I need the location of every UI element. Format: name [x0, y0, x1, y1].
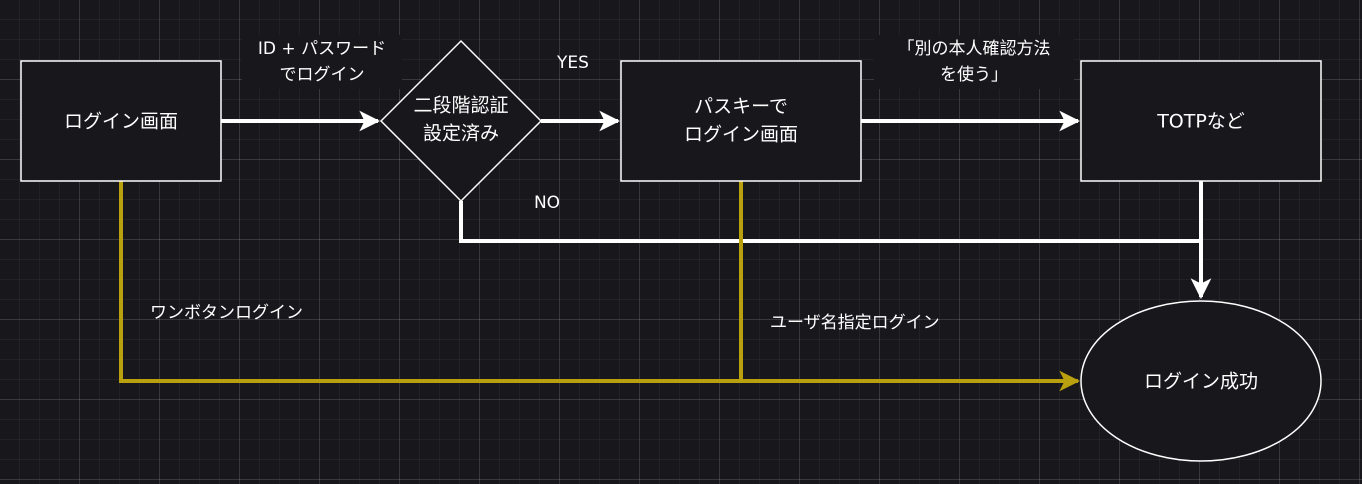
edge-2fa-no — [459, 201, 1201, 243]
node-login-success — [1080, 300, 1322, 462]
node-totp — [1080, 60, 1322, 182]
edge-label-username-login: ユーザ名指定ログイン — [770, 313, 940, 333]
node-two-factor-decision — [379, 39, 543, 203]
node-login-success-label: ログイン成功 — [1144, 371, 1258, 393]
node-login-screen-label: ログイン画面 — [64, 111, 178, 133]
node-two-factor-label-1: 二段階認証 — [413, 95, 508, 117]
edge-label-id-password-1: ID + パスワード — [258, 39, 386, 59]
node-passkey-label-2: ログイン画面 — [684, 124, 798, 146]
node-two-factor-label-2: 設定済み — [423, 123, 499, 145]
node-totp-label: TOTPなど — [1156, 111, 1245, 133]
edge-label-no: NO — [534, 193, 560, 213]
edge-label-other-auth-1: 「別の本人確認方法 — [898, 39, 1051, 59]
edge-one-button-login — [119, 181, 1081, 392]
edge-label-other-auth-2: を使う」 — [940, 64, 1008, 85]
edge-label-one-button: ワンボタンログイン — [150, 303, 303, 323]
node-login-screen — [20, 60, 222, 182]
edge-label-yes: YES — [556, 53, 589, 73]
node-passkey-label-1: パスキーで — [694, 96, 788, 118]
node-passkey-login — [620, 60, 862, 182]
edge-label-id-password-2: でログイン — [280, 65, 365, 85]
